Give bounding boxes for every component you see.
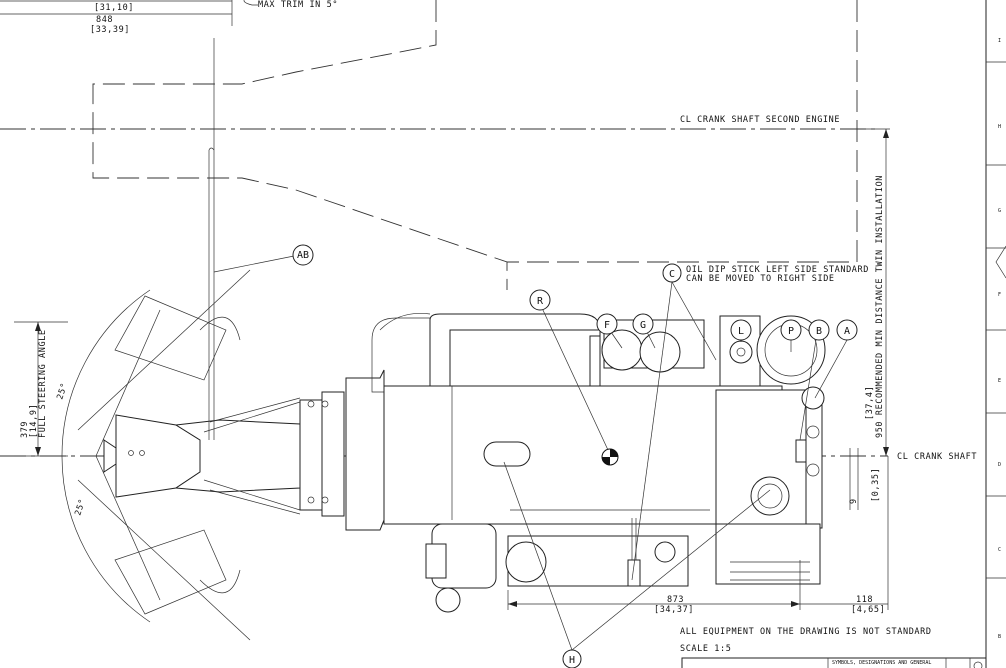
svg-text:P: P bbox=[788, 326, 794, 337]
top-dim-b: 848 bbox=[96, 15, 113, 25]
second-engine-outline bbox=[92, 0, 508, 290]
svg-text:A: A bbox=[844, 326, 850, 337]
steer-dim-inch: [14,9] bbox=[29, 404, 39, 438]
center-of-gravity-symbol bbox=[601, 448, 619, 466]
oil-note-line2: CAN BE MOVED TO RIGHT SIDE bbox=[686, 274, 835, 284]
sterndrive-unit bbox=[103, 38, 345, 615]
angle-lower: 25° bbox=[73, 498, 88, 517]
top-dim-a: [31,10] bbox=[94, 3, 134, 13]
max-trim-note: MAX TRIM IN 5° bbox=[258, 0, 338, 10]
small-dim-inch: [0,35] bbox=[871, 468, 881, 502]
svg-text:B: B bbox=[816, 326, 822, 337]
svg-text:C: C bbox=[669, 269, 675, 280]
length-dim-mm: 873 bbox=[667, 595, 684, 605]
length-dim-inch: [34,37] bbox=[654, 605, 694, 615]
border-letter-e: E bbox=[998, 378, 1001, 384]
balloon-c: C bbox=[662, 263, 682, 283]
bottom-dimensions: 873 [34,37] 118 [4,65] bbox=[507, 456, 889, 615]
svg-text:F: F bbox=[604, 320, 610, 331]
border-letter-g: G bbox=[998, 208, 1001, 214]
balloon-g: G bbox=[632, 313, 654, 335]
drawing-border: I H G F E D C B bbox=[985, 0, 1006, 668]
cl-crank-label: CL CRANK SHAFT bbox=[897, 452, 977, 462]
twin-distance-text: 950 RECOMMENDED MIN DISTANCE TWIN INSTAL… bbox=[875, 175, 885, 438]
scale-note: SCALE 1:5 bbox=[680, 644, 731, 654]
balloon-ab: AB bbox=[292, 244, 314, 266]
border-letter-d: D bbox=[998, 462, 1001, 468]
cl-second-label: CL CRANK SHAFT SECOND ENGINE bbox=[680, 115, 840, 125]
balloon-h: H bbox=[562, 649, 582, 668]
balloon-p: P bbox=[780, 319, 802, 341]
svg-text:L: L bbox=[738, 326, 744, 337]
title-block-text: SYMBOLS, DESIGNATIONS AND GENERAL bbox=[832, 660, 931, 666]
svg-text:R: R bbox=[537, 296, 544, 307]
leader-lines bbox=[213, 255, 848, 651]
title-block: SYMBOLS, DESIGNATIONS AND GENERAL bbox=[681, 657, 987, 668]
balloon-l: L bbox=[730, 319, 752, 341]
top-dim-c: [33,39] bbox=[90, 25, 130, 35]
oil-note-line1: OIL DIP STICK LEFT SIDE STANDARD bbox=[686, 265, 869, 275]
border-letter-i: I bbox=[998, 38, 1001, 44]
steering-dimension: 379 [14,9] FULL STEERING ANGLE bbox=[14, 321, 68, 457]
twin-distance-dimension: 950 RECOMMENDED MIN DISTANCE TWIN INSTAL… bbox=[840, 128, 890, 456]
balloon-b: B bbox=[808, 319, 830, 341]
lower-accessories bbox=[425, 518, 821, 613]
border-letter-c: C bbox=[998, 547, 1001, 553]
angle-upper: 25° bbox=[55, 382, 70, 401]
steer-dim-label: FULL STEERING ANGLE bbox=[38, 329, 48, 438]
equipment-note: ALL EQUIPMENT ON THE DRAWING IS NOT STAN… bbox=[680, 627, 932, 637]
svg-text:AB: AB bbox=[297, 250, 309, 261]
balloon-r: R bbox=[529, 289, 551, 311]
offset-dim-mm: 118 bbox=[856, 595, 873, 605]
balloon-a: A bbox=[836, 319, 858, 341]
small-dim-mm: 9 bbox=[849, 498, 859, 504]
svg-text:H: H bbox=[569, 655, 575, 666]
border-letter-f: F bbox=[998, 292, 1001, 298]
top-dimension: [31,10] 848 [33,39] MAX TRIM IN 5° bbox=[0, 0, 338, 35]
svg-text:G: G bbox=[640, 320, 646, 331]
twin-distance-inch: [37,4] bbox=[865, 386, 875, 420]
engine-block bbox=[345, 313, 826, 531]
offset-small-dimension: 9 [0,35] bbox=[849, 448, 881, 510]
offset-dim-inch: [4,65] bbox=[851, 605, 885, 615]
balloon-f: F bbox=[596, 313, 618, 335]
border-letter-h: H bbox=[998, 124, 1001, 130]
border-letter-b: B bbox=[998, 634, 1001, 640]
steer-dim-mm: 379 bbox=[20, 421, 30, 438]
